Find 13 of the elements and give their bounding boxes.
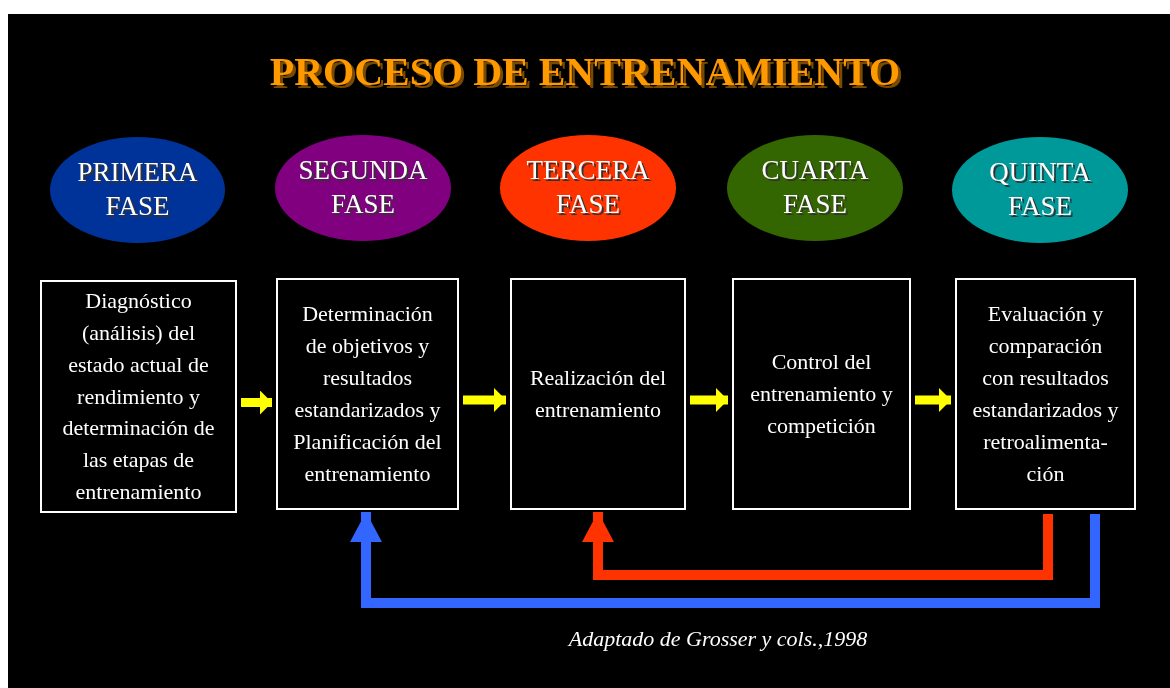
arrow xyxy=(350,512,1100,608)
arrow xyxy=(582,512,1053,580)
arrow xyxy=(915,388,951,412)
caption: Adaptado de Grosser y cols.,1998 xyxy=(566,625,869,653)
process-box: Determinación de objetivos y resultados estandarizados y Planificación del entrenamiento xyxy=(276,278,459,510)
process-box: Diagnóstico (análisis) del estado actual de rendimiento y determinación de las etapas de entrenamiento xyxy=(40,280,237,513)
arrow xyxy=(241,390,272,415)
process-box: Realización del entrenamiento xyxy=(510,278,686,510)
title: PROCESO DE ENTRENAMIENTO xyxy=(268,52,902,92)
arrow xyxy=(463,388,506,412)
arrow xyxy=(690,388,728,412)
process-box: Evaluación y comparación con resultados estandarizados y retroalimenta- ción xyxy=(955,278,1136,510)
process-box: Control del entrenamiento y competición xyxy=(732,278,911,510)
